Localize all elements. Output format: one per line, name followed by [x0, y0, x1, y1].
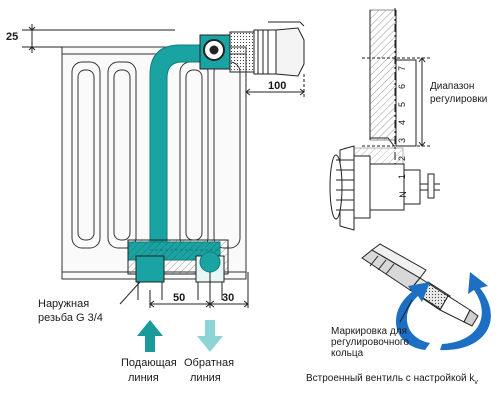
dimension-100: 100 [268, 80, 287, 92]
return-line-label-line2: линия [190, 372, 221, 384]
scale-mark: 1 [397, 173, 408, 180]
builtin-valve-caption: Встроенный вентиль с настройкой kv [306, 372, 478, 389]
builtin-valve-text: Встроенный вентиль с настройкой k [306, 373, 475, 384]
bottom-valve-block [127, 239, 229, 300]
marking-leader [399, 299, 413, 323]
scale-mark: 5 [397, 101, 408, 108]
thread-leader [119, 281, 141, 305]
scale-mark: 7 [397, 65, 408, 72]
return-line-label-line1: Обратная [184, 357, 235, 369]
valve-detail [329, 137, 440, 231]
scale-mark: 3 [397, 137, 408, 144]
rotation-arrow-icon [396, 272, 491, 351]
adjustment-scale-section [362, 8, 430, 202]
side-dimension [245, 74, 305, 98]
ring-marking-label-line2: регулировочного [331, 337, 409, 348]
external-thread-label-line1: Наружная [38, 298, 90, 310]
scale-mark: 2 [397, 155, 408, 162]
supply-arrow-icon [137, 320, 163, 352]
thermostatic-valve-top [199, 21, 305, 77]
ring-marking-label-line3: кольца [331, 348, 364, 359]
scale-mark: 6 [397, 83, 408, 90]
adjustment-range-label-line1: Диапазон [430, 81, 475, 92]
dimension-25: 25 [6, 31, 19, 43]
external-thread-label-line2: резьба G 3/4 [38, 312, 103, 324]
supply-line-label-line1: Подающая [121, 357, 177, 369]
supply-line-label-line2: линия [128, 372, 159, 384]
builtin-valve-subscript: v [474, 379, 478, 386]
top-dimension [22, 24, 175, 53]
scale-mark: N [397, 191, 408, 198]
scale-mark: 4 [397, 119, 408, 126]
return-arrow-icon [197, 320, 223, 352]
adjustment-range-label-line2: регулировки [430, 94, 488, 105]
ring-marking-label-line1: Маркировка для [331, 326, 407, 337]
bottom-dimensions [149, 272, 249, 308]
dimension-50: 50 [173, 292, 186, 304]
dimension-30: 30 [222, 292, 235, 304]
